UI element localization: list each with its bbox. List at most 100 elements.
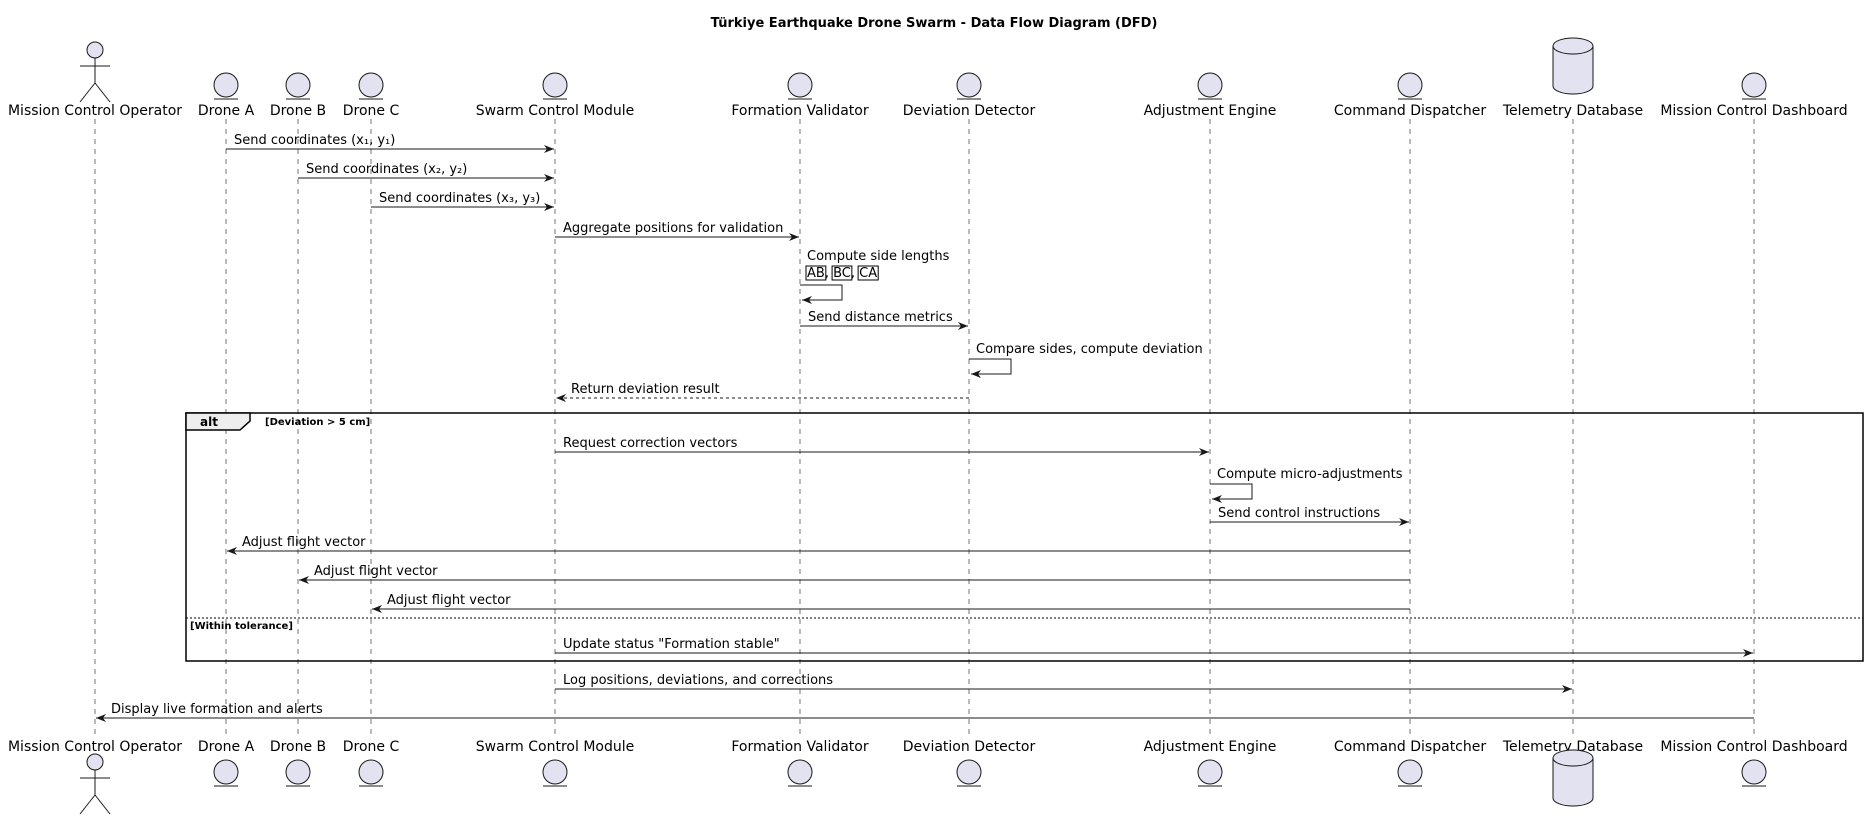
message-1: Send coordinates (x₁, y₁) <box>226 133 554 153</box>
entity-icon <box>358 72 384 100</box>
diagram-title: Türkiye Earthquake Drone Swarm - Data Fl… <box>711 16 1158 31</box>
separator: , <box>851 266 859 281</box>
message-17: Display live formation and alerts <box>96 702 1754 722</box>
entity-icon <box>213 72 239 100</box>
entity-icon <box>1741 72 1767 100</box>
side-name: CA <box>859 266 877 281</box>
participant-label-bottom-b: Drone B <box>270 739 326 755</box>
database-icon <box>1552 37 1594 95</box>
message-label: Compute side lengths <box>807 249 950 264</box>
participant-label-bottom-scm: Swarm Control Module <box>476 739 634 755</box>
alt-keyword: alt <box>200 415 218 429</box>
message-9: Request correction vectors <box>555 436 1209 456</box>
participant-label-b: Drone B <box>270 103 326 119</box>
message-label: Aggregate positions for validation <box>563 221 783 236</box>
entity-icon <box>213 759 239 787</box>
message-label: Send coordinates (x₃, y₃) <box>379 191 540 206</box>
side-name: BC <box>833 266 851 281</box>
entity-icon <box>542 759 568 787</box>
message-13: Adjust flight vector <box>299 564 1410 584</box>
message-3: Send coordinates (x₃, y₃) <box>371 191 554 211</box>
alt-header-tab <box>185 412 251 431</box>
message-label: Send coordinates (x₁, y₁) <box>234 133 395 148</box>
lifelines <box>94 119 1755 737</box>
participant-label-c: Drone C <box>343 103 400 119</box>
participant-label-op: Mission Control Operator <box>8 103 182 119</box>
participants-top: Mission Control Operator Drone A Drone B Dr… <box>8 37 1848 119</box>
actor-icon <box>79 753 111 815</box>
entity-icon <box>1197 72 1223 100</box>
participant-label-dd: Deviation Detector <box>903 103 1036 119</box>
message-label: Update status "Formation stable" <box>563 637 780 652</box>
participant-label-bottom-c: Drone C <box>343 739 400 755</box>
message-11: Send control instructions <box>1210 506 1409 526</box>
message-8: Return deviation result <box>556 382 969 402</box>
messages: Send coordinates (x₁, y₁) Send coordinate… <box>96 133 1754 722</box>
separator: , <box>825 266 833 281</box>
message-4: Aggregate positions for validation <box>555 221 799 241</box>
participant-label-bottom-tdb: Telemetry Database <box>1502 739 1643 755</box>
message-arrow <box>969 358 1012 378</box>
entity-icon <box>956 759 982 787</box>
message-14: Adjust flight vector <box>372 593 1410 613</box>
alt-guard-tolerance: [Within tolerance] <box>190 621 293 632</box>
participant-label-tdb: Telemetry Database <box>1502 103 1643 119</box>
message-label: Send control instructions <box>1218 506 1380 521</box>
entity-icon <box>285 72 311 100</box>
entity-icon <box>285 759 311 787</box>
participant-label-bottom-cd: Command Dispatcher <box>1334 739 1487 755</box>
message-label: Display live formation and alerts <box>111 702 323 717</box>
message-15: Update status "Formation stable" <box>555 637 1753 657</box>
alt-fragment: alt [Deviation > 5 cm] [Within tolerance… <box>185 412 1864 662</box>
participant-label-bottom-dd: Deviation Detector <box>903 739 1036 755</box>
entity-icon <box>1397 72 1423 100</box>
message-label: Log positions, deviations, and correctio… <box>563 673 833 688</box>
message-7: Compare sides, compute deviation <box>969 342 1203 378</box>
alt-frame <box>185 412 1864 662</box>
message-label: Adjust flight vector <box>387 593 511 608</box>
side-name-box <box>857 265 879 281</box>
side-name: AB <box>807 266 825 281</box>
entity-icon <box>787 72 813 100</box>
participant-label-bottom-op: Mission Control Operator <box>8 739 182 755</box>
entity-icon <box>787 759 813 787</box>
side-name-box <box>831 265 853 281</box>
entity-icon <box>542 72 568 100</box>
message-arrow <box>1210 483 1253 503</box>
participant-label-a: Drone A <box>198 103 255 119</box>
side-name-box <box>805 265 827 281</box>
entity-icon <box>956 72 982 100</box>
message-16: Log positions, deviations, and correctio… <box>555 673 1572 693</box>
participant-label-scm: Swarm Control Module <box>476 103 634 119</box>
message-label: Send distance metrics <box>808 310 953 325</box>
message-label: Send coordinates (x₂, y₂) <box>306 162 467 177</box>
message-10: Compute micro-adjustments <box>1210 467 1403 503</box>
message-sublabel: AB, BC, CA <box>807 266 877 281</box>
participant-label-mcd: Mission Control Dashboard <box>1660 103 1847 119</box>
database-icon <box>1552 749 1594 807</box>
entity-icon <box>358 759 384 787</box>
message-label: Adjust flight vector <box>242 535 366 550</box>
message-label: Request correction vectors <box>563 436 738 451</box>
participant-label-cd: Command Dispatcher <box>1334 103 1487 119</box>
message-label: Return deviation result <box>571 382 720 397</box>
message-label: Adjust flight vector <box>314 564 438 579</box>
participant-label-fv: Formation Validator <box>731 103 868 119</box>
message-2: Send coordinates (x₂, y₂) <box>298 162 554 182</box>
participant-label-bottom-mcd: Mission Control Dashboard <box>1660 739 1847 755</box>
participant-label-ae: Adjustment Engine <box>1144 103 1277 119</box>
message-label: Compute micro-adjustments <box>1217 467 1403 482</box>
participant-label-bottom-ae: Adjustment Engine <box>1144 739 1277 755</box>
participants-bottom: Mission Control Operator Drone A Drone B Dr… <box>8 739 1848 815</box>
entity-icon <box>1741 759 1767 787</box>
participant-label-bottom-a: Drone A <box>198 739 255 755</box>
participant-label-bottom-fv: Formation Validator <box>731 739 868 755</box>
message-6: Send distance metrics <box>800 310 968 330</box>
message-arrow <box>800 284 843 304</box>
entity-icon <box>1197 759 1223 787</box>
message-label: Compare sides, compute deviation <box>976 342 1203 357</box>
actor-icon <box>79 41 111 103</box>
alt-guard-deviation: [Deviation > 5 cm] <box>265 417 370 428</box>
